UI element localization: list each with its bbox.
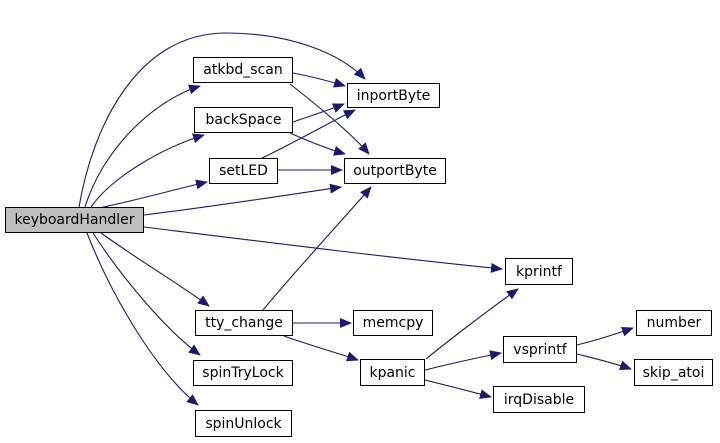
edge-keyboardHandler-to-setLED [98,179,208,209]
node-label-vsprintf: vsprintf [513,341,567,358]
node-label-number: number [646,315,702,331]
node-setLED[interactable]: setLED [209,158,278,184]
edge-keyboardHandler-to-outportByte [143,183,342,216]
node-backSpace[interactable]: backSpace [194,107,293,133]
edge-backSpace-to-inportByte [292,103,345,123]
edge-tty_change-to-outportByte [262,186,372,311]
node-label-memcpy: memcpy [362,315,424,331]
node-spinUnlock[interactable]: spinUnlock [195,410,292,437]
node-number[interactable]: number [636,310,712,336]
edge-keyboardHandler-to-tty_change [100,232,210,307]
edge-keyboardHandler-to-atkbd_scan [84,84,201,208]
node-irqDisable[interactable]: irqDisable [493,386,585,413]
edge-setLED-to-inportByte [261,109,356,159]
node-keyboardHandler: keyboardHandler [5,207,144,233]
edge-backSpace-to-outportByte [289,132,346,156]
node-spinTryLock[interactable]: spinTryLock [193,360,293,386]
node-label-atkbd_scan: atkbd_scan [203,62,283,78]
node-label-skip_atoi: skip_atoi [642,364,705,381]
edge-vsprintf-to-skip_atoi [576,353,632,371]
edge-kpanic-to-vsprintf [424,350,502,371]
node-vsprintf[interactable]: vsprintf [503,336,577,363]
edge-keyboardHandler-to-inportByte [78,32,366,208]
node-tty_change[interactable]: tty_change [195,310,293,336]
edge-keyboardHandler-to-backSpace [90,133,205,208]
node-label-inportByte: inportByte [356,87,431,104]
edge-tty_change-to-kpanic [283,335,359,362]
edge-kpanic-to-irqDisable [424,379,492,399]
edge-keyboardHandler-to-kprintf [143,226,503,273]
node-kpanic[interactable]: kpanic [360,359,425,386]
edge-keyboardHandler-to-spinUnlock [86,232,199,406]
edge-atkbd_scan-to-inportByte [292,72,346,88]
edge-kpanic-to-kprintf [425,288,519,360]
node-label-kpanic: kpanic [369,364,416,381]
node-label-outportByte: outportByte [353,163,437,179]
node-label-spinUnlock: spinUnlock [205,415,282,432]
node-label-irqDisable: irqDisable [503,391,575,408]
node-atkbd_scan[interactable]: atkbd_scan [193,57,293,83]
node-outportByte[interactable]: outportByte [344,158,446,184]
edge-atkbd_scan-to-outportByte [289,83,370,155]
node-label-spinTryLock: spinTryLock [202,365,284,381]
node-skip_atoi[interactable]: skip_atoi [634,359,713,386]
node-label-kprintf: kprintf [516,263,562,280]
node-label-keyboardHandler: keyboardHandler [14,212,135,228]
node-label-backSpace: backSpace [205,112,282,128]
edge-keyboardHandler-to-spinTryLock [92,232,201,356]
node-kprintf[interactable]: kprintf [505,258,573,285]
node-inportByte[interactable]: inportByte [347,83,440,108]
node-label-setLED: setLED [219,163,268,179]
edge-vsprintf-to-number [576,326,634,346]
node-memcpy[interactable]: memcpy [353,310,433,336]
node-label-tty_change: tty_change [205,315,283,331]
